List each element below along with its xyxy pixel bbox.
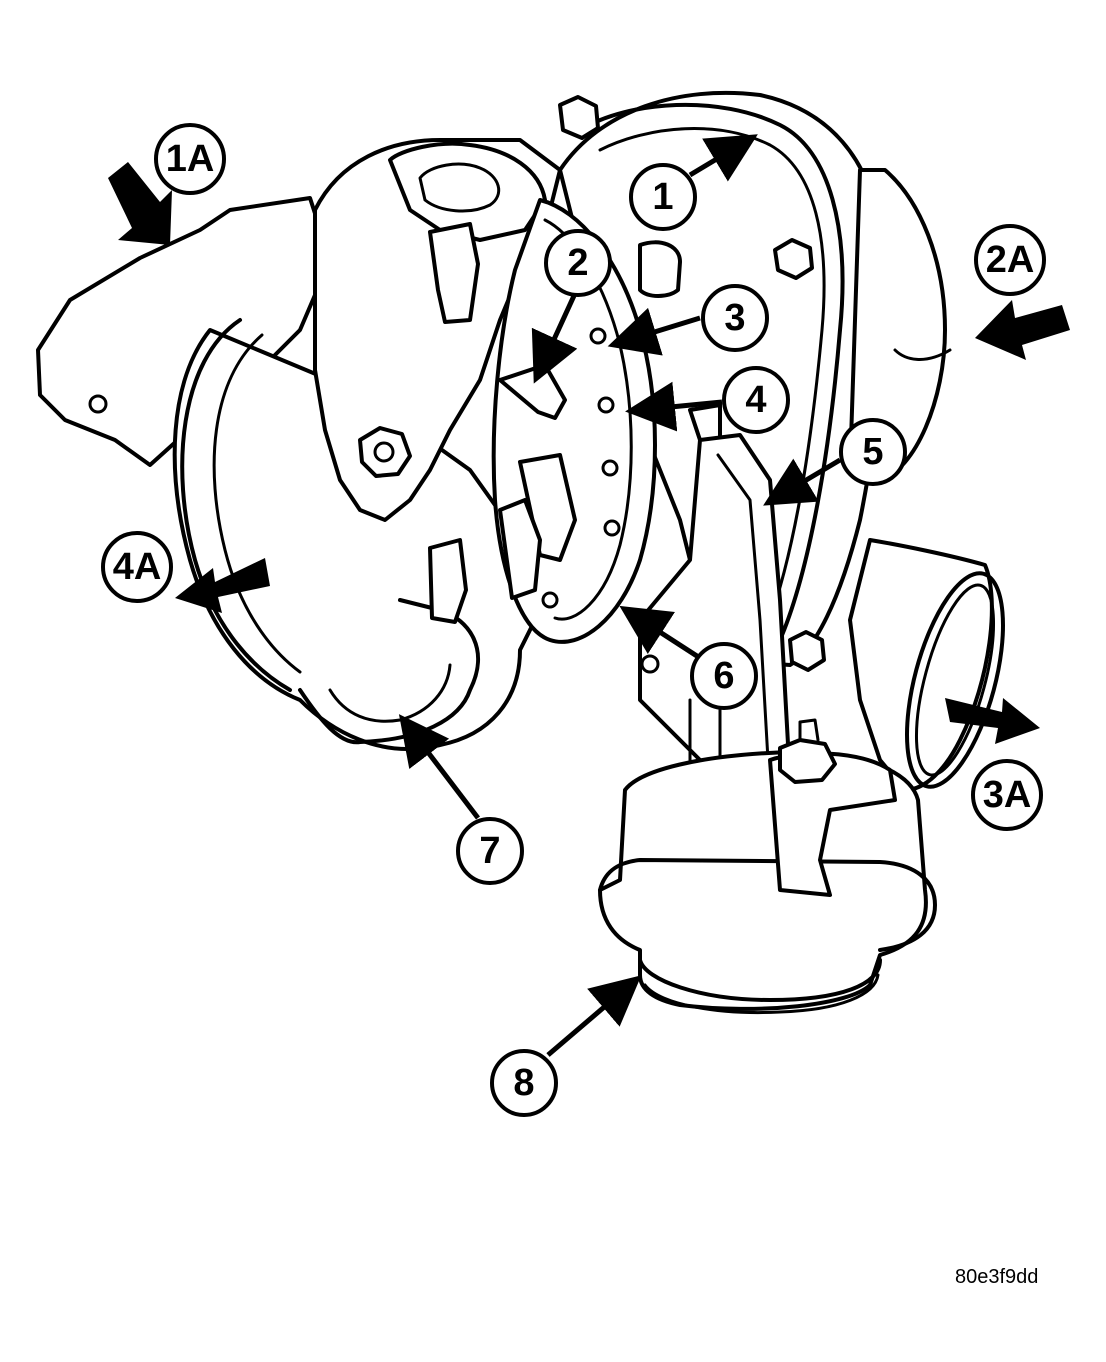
callout-4: 4 xyxy=(722,366,790,434)
callout-3a: 3A xyxy=(971,759,1043,831)
bracket-hole xyxy=(640,654,660,674)
svg-text:6: 6 xyxy=(713,655,734,697)
vane-pin xyxy=(589,327,607,345)
compressor-housing-ring xyxy=(578,102,845,642)
callout-6: 6 xyxy=(690,642,758,710)
leader-4 xyxy=(625,381,723,432)
svg-text:1: 1 xyxy=(652,176,673,218)
turbocharger-illustration xyxy=(36,90,1005,1014)
svg-text:4A: 4A xyxy=(113,546,162,588)
callout-4a: 4A xyxy=(101,531,173,603)
callout-2a: 2A xyxy=(974,224,1046,296)
compressor-bolt-top xyxy=(558,95,600,140)
image-id-label: 80e3f9dd xyxy=(955,1266,1039,1288)
actuator-bracket-edge xyxy=(716,453,770,762)
flow-arrows xyxy=(108,162,1070,744)
leader-8 xyxy=(546,975,642,1057)
actuator-nut xyxy=(778,738,837,784)
vane-pin xyxy=(603,519,621,537)
actuator-stud xyxy=(798,718,820,742)
compressor-outlet-opening-inner xyxy=(914,583,996,777)
turbine-nut xyxy=(358,426,412,478)
flange-bolt-hole xyxy=(88,394,108,414)
flow-arrow-2a xyxy=(975,300,1070,360)
vane-pin xyxy=(601,459,619,477)
leader-5 xyxy=(763,457,842,506)
callouts: 1 2 3 4 5 6 7 8 xyxy=(101,123,1046,1117)
callout-1: 1 xyxy=(629,163,697,231)
callout-3: 3 xyxy=(701,284,769,352)
compressor-bolt-right xyxy=(773,238,814,280)
callout-5: 5 xyxy=(839,418,907,486)
turbine-housing xyxy=(172,328,542,751)
leader-2 xyxy=(531,285,581,384)
vane-bottom xyxy=(498,498,542,600)
leader-7 xyxy=(398,714,480,820)
svg-text:4: 4 xyxy=(745,379,766,421)
vane-pin xyxy=(541,591,559,609)
flow-arrow-1a xyxy=(108,162,172,245)
leader-lines xyxy=(398,134,842,1057)
vane-upper-left xyxy=(428,222,480,324)
callout-7: 7 xyxy=(456,817,524,885)
flow-arrow-3a xyxy=(945,698,1040,744)
svg-text:2A: 2A xyxy=(986,239,1035,281)
callout-1a: 1A xyxy=(154,123,226,195)
compressor-housing-ring-inner xyxy=(598,127,826,627)
turbine-outlet-ring xyxy=(180,318,292,692)
leader-6 xyxy=(619,605,702,661)
svg-text:1A: 1A xyxy=(166,138,215,180)
svg-text:2: 2 xyxy=(567,242,588,284)
vane-lower-left xyxy=(428,538,468,624)
leader-1 xyxy=(688,134,758,182)
turbine-outlet-ring-inner xyxy=(212,333,302,674)
flow-arrow-4a xyxy=(175,558,270,613)
compressor-outlet-opening xyxy=(905,571,1005,789)
svg-text:8: 8 xyxy=(513,1062,534,1104)
actuator-bottom-ring-lower xyxy=(643,973,880,1014)
svg-text:3A: 3A xyxy=(983,774,1032,816)
compressor-inlet-lip xyxy=(893,348,952,361)
vane-pin xyxy=(597,396,615,414)
callout-8: 8 xyxy=(490,1049,558,1117)
turbine-nut-center xyxy=(373,441,395,463)
bearing-boss xyxy=(638,240,682,298)
top-housing-slot xyxy=(418,162,501,213)
compressor-bolt-bottom xyxy=(788,630,826,672)
callout-2: 2 xyxy=(544,229,612,297)
svg-text:3: 3 xyxy=(724,297,745,339)
svg-text:5: 5 xyxy=(862,431,883,473)
actuator-bottom-ring xyxy=(638,958,882,1002)
actuator-canister-band xyxy=(598,858,937,952)
svg-text:7: 7 xyxy=(479,830,500,872)
leader-3 xyxy=(607,307,701,356)
